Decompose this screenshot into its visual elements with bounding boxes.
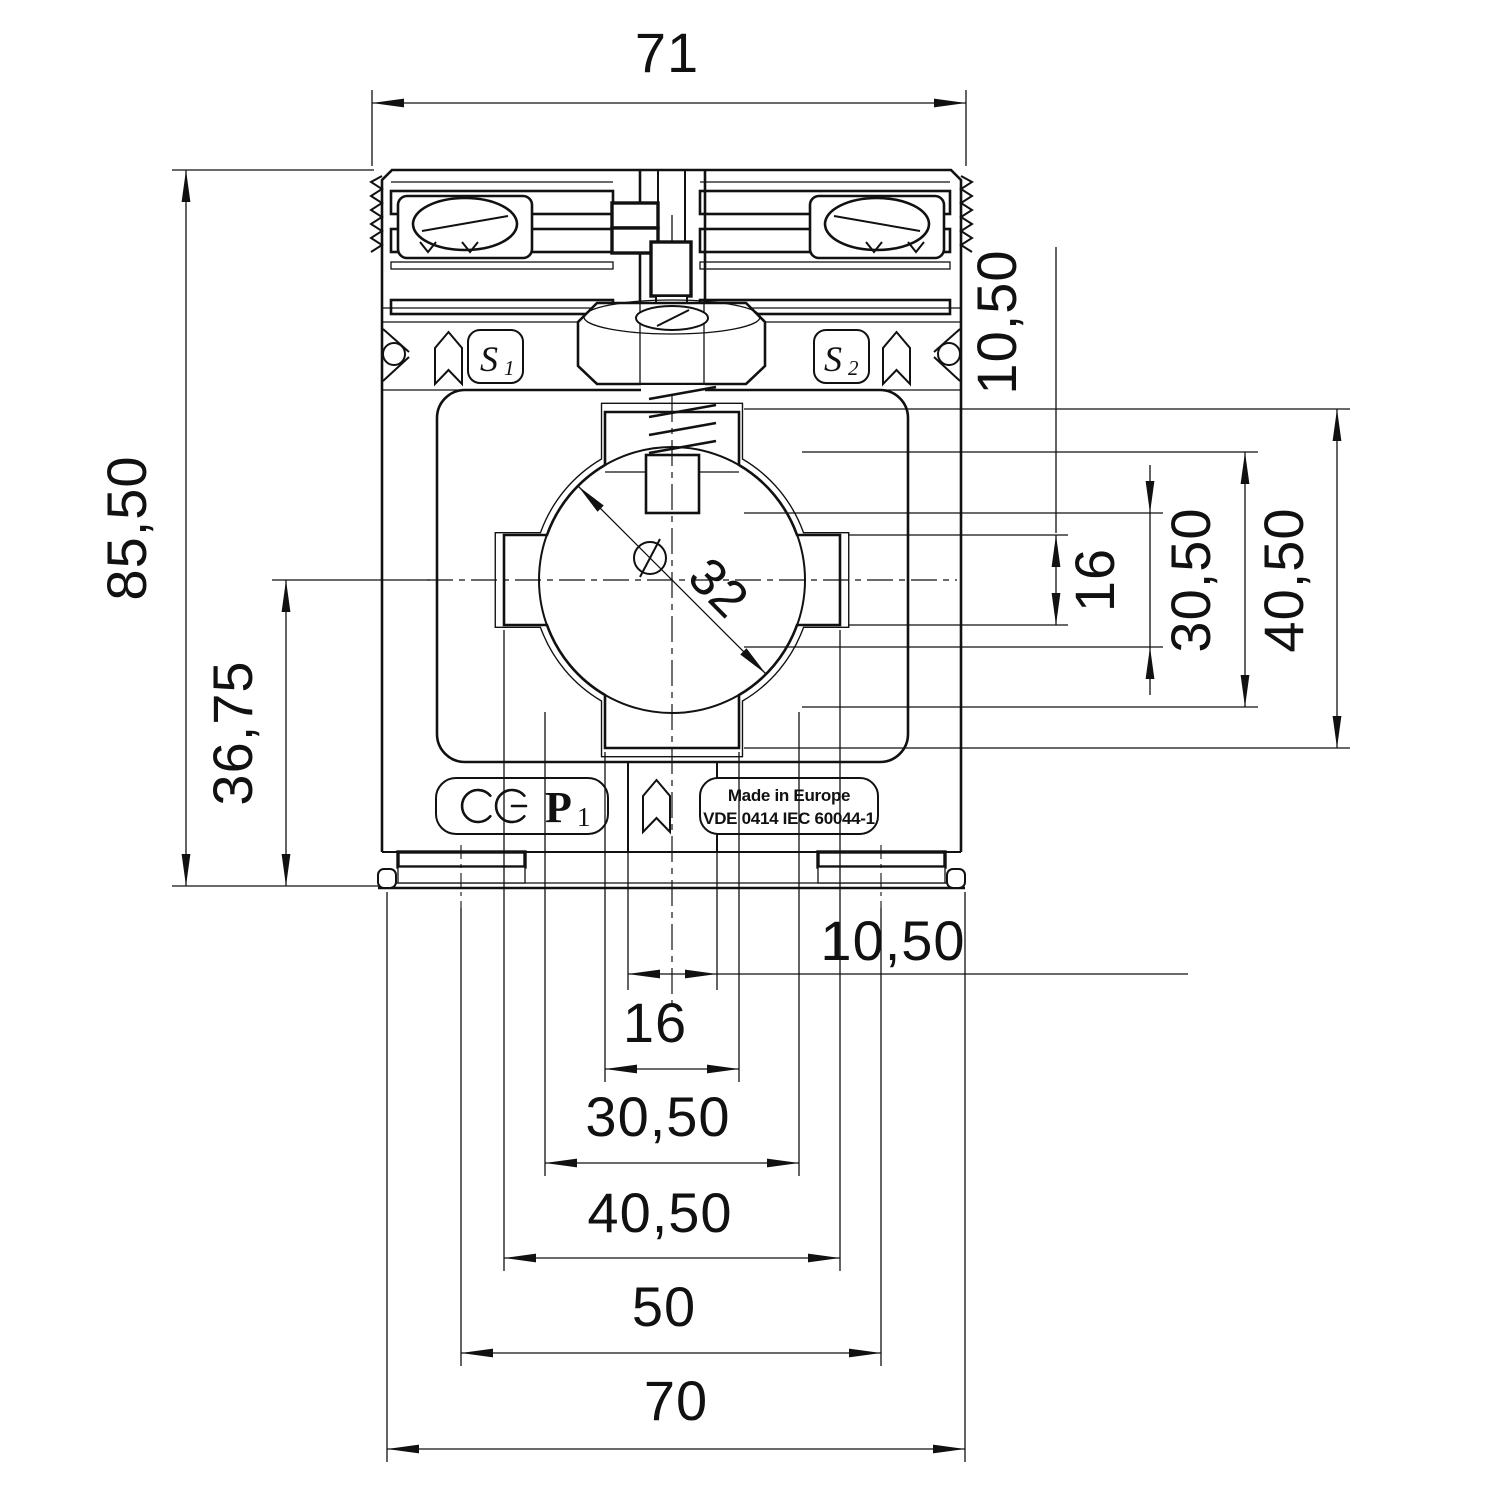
dim-center-height: 36,75 — [201, 660, 264, 805]
terminal-block-outline — [380, 168, 963, 310]
dim-right-slot-width: 16 — [1063, 548, 1126, 612]
direction-chevron-icon — [434, 330, 463, 387]
ce-p1-label: P 1 — [435, 777, 609, 835]
diameter-symbol-icon — [633, 541, 667, 575]
s1-sub-text: 1 — [504, 356, 515, 380]
bore-diameter-label: 32 — [633, 538, 759, 629]
clamp-screw-head — [649, 240, 693, 298]
terminal-screw-left — [396, 194, 534, 260]
s2-terminal-label: S 2 — [813, 329, 870, 384]
window-opening-outer-contour — [494, 402, 850, 758]
rail-end-left — [377, 868, 397, 889]
standard-text: VDE 0414 IEC 60044-1 — [703, 809, 875, 828]
rail-end-right — [946, 868, 966, 889]
dim-base-width: 70 — [644, 1369, 708, 1432]
dim-right-notch-height: 10,50 — [965, 249, 1028, 394]
direction-chevron-icon — [642, 778, 671, 835]
s1-terminal-label: S 1 — [467, 329, 524, 384]
clamp-block-upper — [610, 201, 660, 230]
hex-nut — [576, 299, 767, 386]
s2-text: S — [824, 339, 842, 379]
knurl-left — [369, 175, 384, 253]
dim-foot-spacing: 50 — [632, 1275, 696, 1338]
dim-right-window-outer: 40,50 — [1252, 507, 1315, 652]
dim-top-width: 71 — [635, 21, 699, 84]
clamp-spring — [648, 385, 717, 455]
dim-bottom-slot-width: 16 — [623, 991, 687, 1054]
dimension-lines — [181, 98, 1342, 1454]
s2-sub-text: 2 — [848, 356, 859, 380]
p1-sub-text: 1 — [577, 802, 591, 832]
dim-right-window-mid: 30,50 — [1159, 507, 1222, 652]
mounting-hole-left — [382, 328, 410, 382]
window-opening — [502, 410, 842, 750]
dim-bottom-channel: 10,50 — [820, 909, 965, 972]
s1-text: S — [480, 339, 498, 379]
terminal-screw-right — [808, 194, 946, 260]
dim-bottom-window-mid: 30,50 — [585, 1085, 730, 1148]
transformer-body: S 1 S 2 — [369, 168, 974, 890]
mounting-hole-right — [933, 328, 961, 382]
extension-lines — [172, 90, 1350, 1462]
dim-bottom-window-outer: 40,50 — [587, 1181, 732, 1244]
knurl-right — [959, 175, 974, 253]
direction-chevron-icon — [882, 330, 911, 387]
p1-text: P — [545, 783, 572, 832]
ce-mark-icon — [460, 788, 528, 824]
bore-diameter-value: 32 — [677, 547, 759, 629]
made-in-europe-label: Made in Europe VDE 0414 IEC 60044-1 — [699, 777, 879, 835]
made-in-text: Made in Europe — [728, 786, 850, 805]
dim-overall-height: 85,50 — [95, 455, 158, 600]
